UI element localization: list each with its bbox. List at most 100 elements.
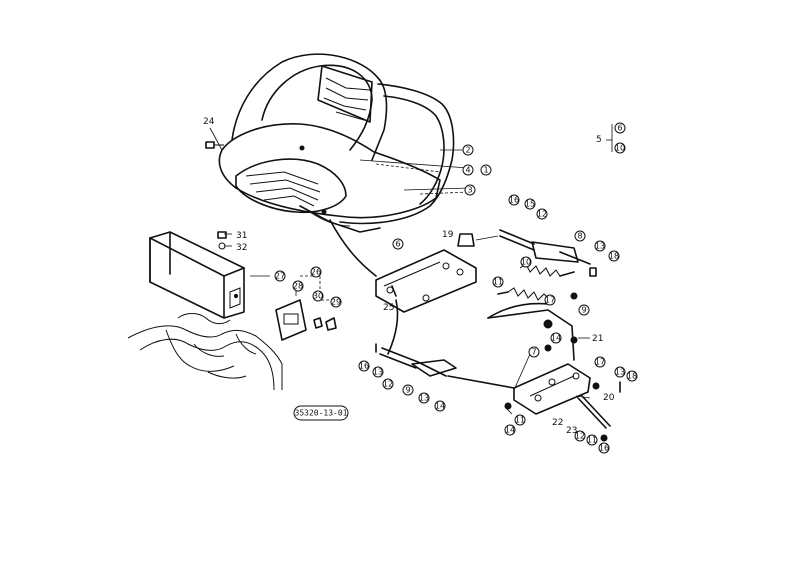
svg-text:15: 15 [525, 200, 535, 209]
callout-box-bolt: 31 [236, 231, 247, 241]
svg-text:8: 8 [577, 232, 582, 241]
callout-plate-nut-b: 30 [312, 290, 324, 302]
svg-text:14: 14 [551, 334, 561, 343]
callout-pivot-pin-b: 18 [608, 250, 620, 262]
svg-text:17: 17 [595, 358, 605, 367]
callout-group-b-top: 6 [614, 122, 626, 134]
svg-text:10: 10 [521, 258, 531, 267]
svg-text:3: 3 [467, 186, 472, 195]
callout-knob: 19 [442, 230, 454, 240]
svg-text:20: 20 [603, 393, 615, 403]
svg-text:2: 2 [465, 146, 470, 155]
svg-text:13: 13 [595, 242, 605, 251]
callout-frame-bolt: 25 [383, 303, 394, 313]
callout-seat-mount-left: 4 [462, 164, 474, 176]
svg-text:16: 16 [509, 196, 519, 205]
callout-lever: 9 [402, 384, 414, 396]
callout-lever-bush-b: 14 [434, 400, 446, 412]
svg-text:17: 17 [545, 296, 555, 305]
svg-text:11: 11 [515, 416, 525, 425]
callout-link-pin-a: 16 [508, 194, 520, 206]
svg-text:18: 18 [627, 372, 637, 381]
callout-adj-pin: 17 [594, 356, 606, 368]
svg-text:23: 23 [566, 426, 577, 436]
callout-labels: 2 4 1 3 24 5 6 10 31 32 27 26 28 30 29 1… [203, 117, 638, 454]
svg-text:16: 16 [599, 444, 609, 453]
callout-base-plate: 7 [528, 346, 540, 358]
svg-text:6: 6 [395, 240, 400, 249]
reference-code-label: 35320-13-01 [293, 405, 349, 421]
svg-text:29: 29 [331, 298, 341, 307]
svg-text:30: 30 [313, 292, 323, 301]
callout-adj-nut-c: 12 [574, 430, 586, 442]
callout-link-pin-b: 15 [524, 198, 536, 210]
callout-plate-nut-a: 26 [310, 266, 322, 278]
svg-text:19: 19 [442, 230, 454, 240]
callout-adj-washer: 23 [566, 426, 577, 436]
callout-base-bolt: 14 [504, 424, 516, 436]
svg-text:5: 5 [596, 135, 602, 145]
svg-text:1: 1 [483, 166, 488, 175]
callout-adj-rod: 22 [552, 418, 563, 428]
callout-group-b-bottom: 10 [614, 142, 626, 154]
svg-text:7: 7 [531, 348, 536, 357]
callout-lower-pin-a: 16 [358, 360, 370, 372]
svg-text:12: 12 [383, 380, 393, 389]
svg-text:13: 13 [615, 368, 625, 377]
svg-text:9: 9 [405, 386, 410, 395]
callout-lower-pin-b: 13 [372, 366, 384, 378]
callout-seat-cushion: 2 [462, 144, 474, 156]
svg-text:13: 13 [419, 394, 429, 403]
callout-adj-bolt: 20 [603, 393, 615, 403]
svg-text:9: 9 [581, 306, 586, 315]
svg-text:12: 12 [537, 210, 547, 219]
svg-text:26: 26 [311, 268, 321, 277]
callout-pivot-pin-a: 13 [594, 240, 606, 252]
seat-support-rods [329, 219, 549, 355]
svg-text:12: 12 [575, 432, 585, 441]
svg-text:16: 16 [359, 362, 369, 371]
callout-adj-nut-a: 13 [614, 366, 626, 378]
svg-text:28: 28 [293, 282, 303, 291]
svg-text:24: 24 [203, 117, 215, 127]
callout-adj-nut-b: 18 [626, 370, 638, 382]
callout-plate-nut-d: 28 [292, 280, 304, 292]
callout-seat-mount-right: 1 [480, 164, 492, 176]
callout-bolt-top-left: 24 [203, 117, 215, 127]
callout-bracket-box: 27 [274, 270, 286, 282]
storage-box [149, 231, 340, 341]
svg-text:27: 27 [275, 272, 285, 281]
seat-drawing [205, 53, 471, 233]
callout-spring-lower: 11 [492, 276, 504, 288]
svg-text:22: 22 [552, 418, 563, 428]
svg-text:18: 18 [609, 252, 619, 261]
svg-text:35320-13-01: 35320-13-01 [295, 409, 348, 418]
callout-base-nut: 11 [514, 414, 526, 426]
callout-group-a: 5 [596, 135, 602, 145]
callout-lower-rod: 12 [382, 378, 394, 390]
svg-text:14: 14 [435, 402, 445, 411]
suspension-mechanism [375, 229, 621, 442]
callout-bushing-b: 14 [550, 332, 562, 344]
svg-text:13: 13 [373, 368, 383, 377]
callout-adj-nut-d: 11 [586, 434, 598, 446]
callout-spring-upper: 10 [520, 256, 532, 268]
svg-text:10: 10 [615, 144, 625, 153]
svg-text:6: 6 [617, 124, 622, 133]
svg-text:21: 21 [592, 334, 603, 344]
callout-seat-bottom: 3 [464, 184, 476, 196]
callout-seat-frame: 6 [392, 238, 404, 250]
callout-washer-a: 9 [578, 304, 590, 316]
callout-bushing-a: 17 [544, 294, 556, 306]
svg-text:4: 4 [465, 166, 470, 175]
callout-plate-nut-c: 29 [330, 296, 342, 308]
callout-lever-bush-a: 13 [418, 392, 430, 404]
svg-text:11: 11 [493, 278, 503, 287]
svg-text:14: 14 [505, 426, 515, 435]
svg-text:25: 25 [383, 303, 394, 313]
svg-text:31: 31 [236, 231, 247, 241]
callout-box-washer: 32 [236, 243, 247, 253]
callout-pivot-arm: 8 [574, 230, 586, 242]
svg-text:11: 11 [587, 436, 597, 445]
